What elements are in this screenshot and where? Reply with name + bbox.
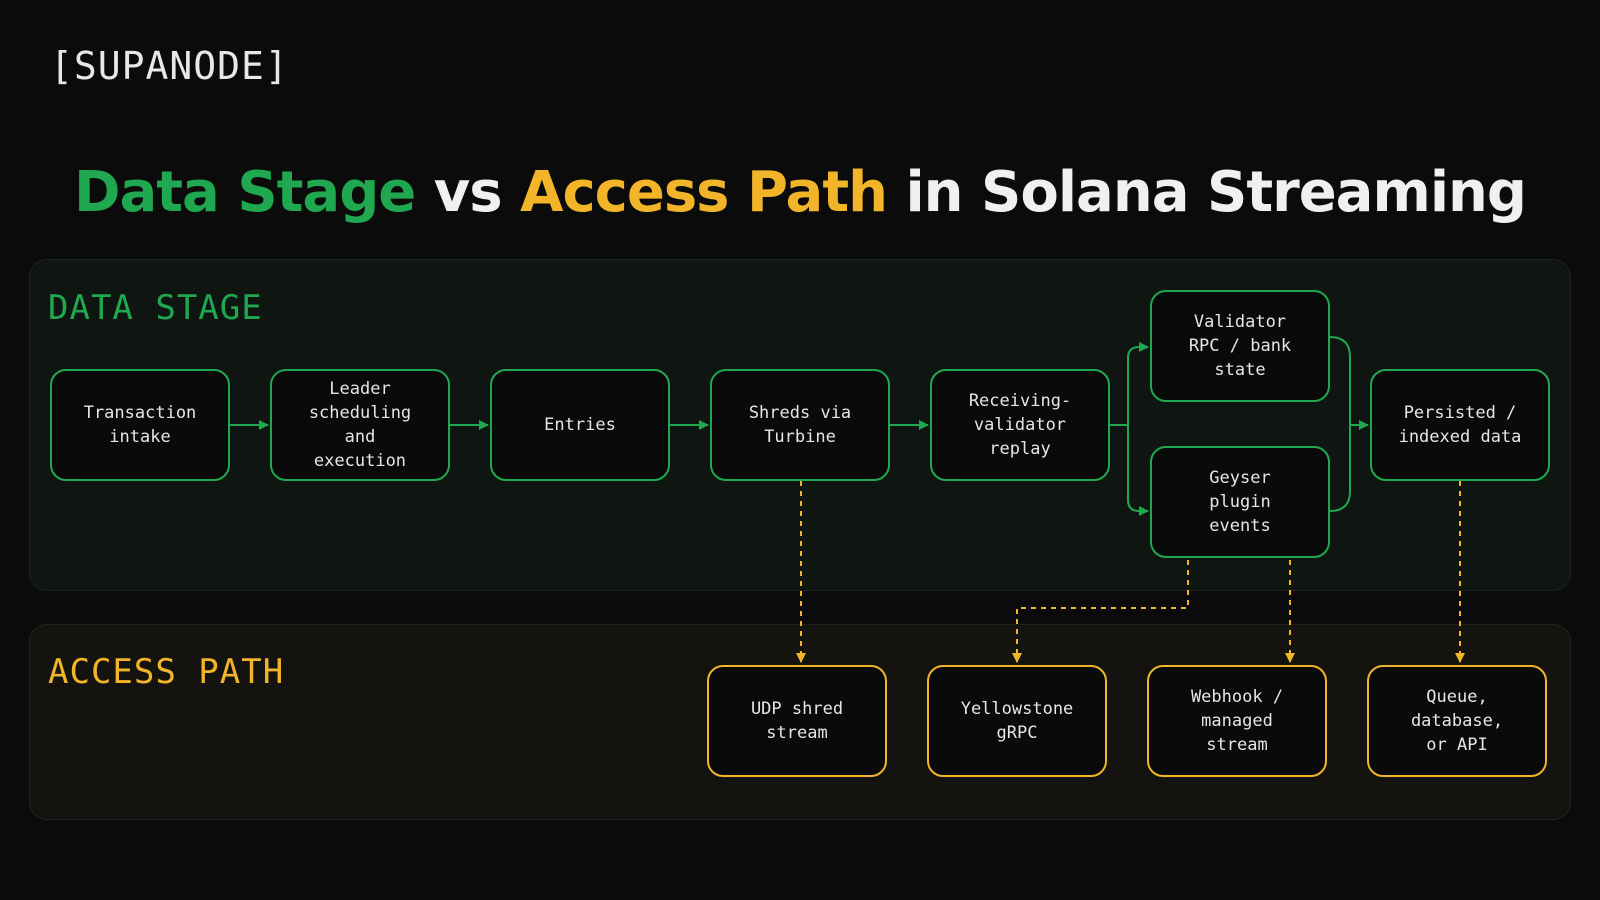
node-receiving-validator-replay: Receiving- validator replay bbox=[930, 369, 1110, 481]
node-transaction-intake: Transaction intake bbox=[50, 369, 230, 481]
node-persisted-indexed-data: Persisted / indexed data bbox=[1370, 369, 1550, 481]
node-shreds-via-turbine: Shreds via Turbine bbox=[710, 369, 890, 481]
title-access-path: Access Path bbox=[520, 160, 888, 225]
brand-logo: [SUPANODE] bbox=[50, 44, 289, 88]
data-stage-label: DATA STAGE bbox=[48, 288, 263, 328]
node-geyser-plugin-events: Geyser plugin events bbox=[1150, 446, 1330, 558]
node-queue-database-api: Queue, database, or API bbox=[1367, 665, 1547, 777]
node-leader-scheduling: Leader scheduling and execution bbox=[270, 369, 450, 481]
page-title: Data Stage vs Access Path in Solana Stre… bbox=[0, 160, 1600, 225]
edge-geyser-yellowstone bbox=[1012, 560, 1189, 663]
node-validator-rpc: Validator RPC / bank state bbox=[1150, 290, 1330, 402]
title-data-stage: Data Stage bbox=[74, 160, 416, 225]
edge-rpc-persisted bbox=[1329, 336, 1369, 430]
node-yellowstone-grpc: Yellowstone gRPC bbox=[927, 665, 1107, 777]
node-udp-shred-stream: UDP shred stream bbox=[707, 665, 887, 777]
edge-geyser-persisted bbox=[1329, 425, 1351, 512]
title-vs: vs bbox=[433, 160, 503, 225]
node-entries: Entries bbox=[490, 369, 670, 481]
edge-replay-geyser bbox=[1127, 425, 1149, 516]
node-webhook-managed-stream: Webhook / managed stream bbox=[1147, 665, 1327, 777]
title-rest: in Solana Streaming bbox=[905, 160, 1526, 225]
edge-replay-rpc bbox=[1110, 342, 1149, 426]
access-path-label: ACCESS PATH bbox=[48, 652, 285, 692]
